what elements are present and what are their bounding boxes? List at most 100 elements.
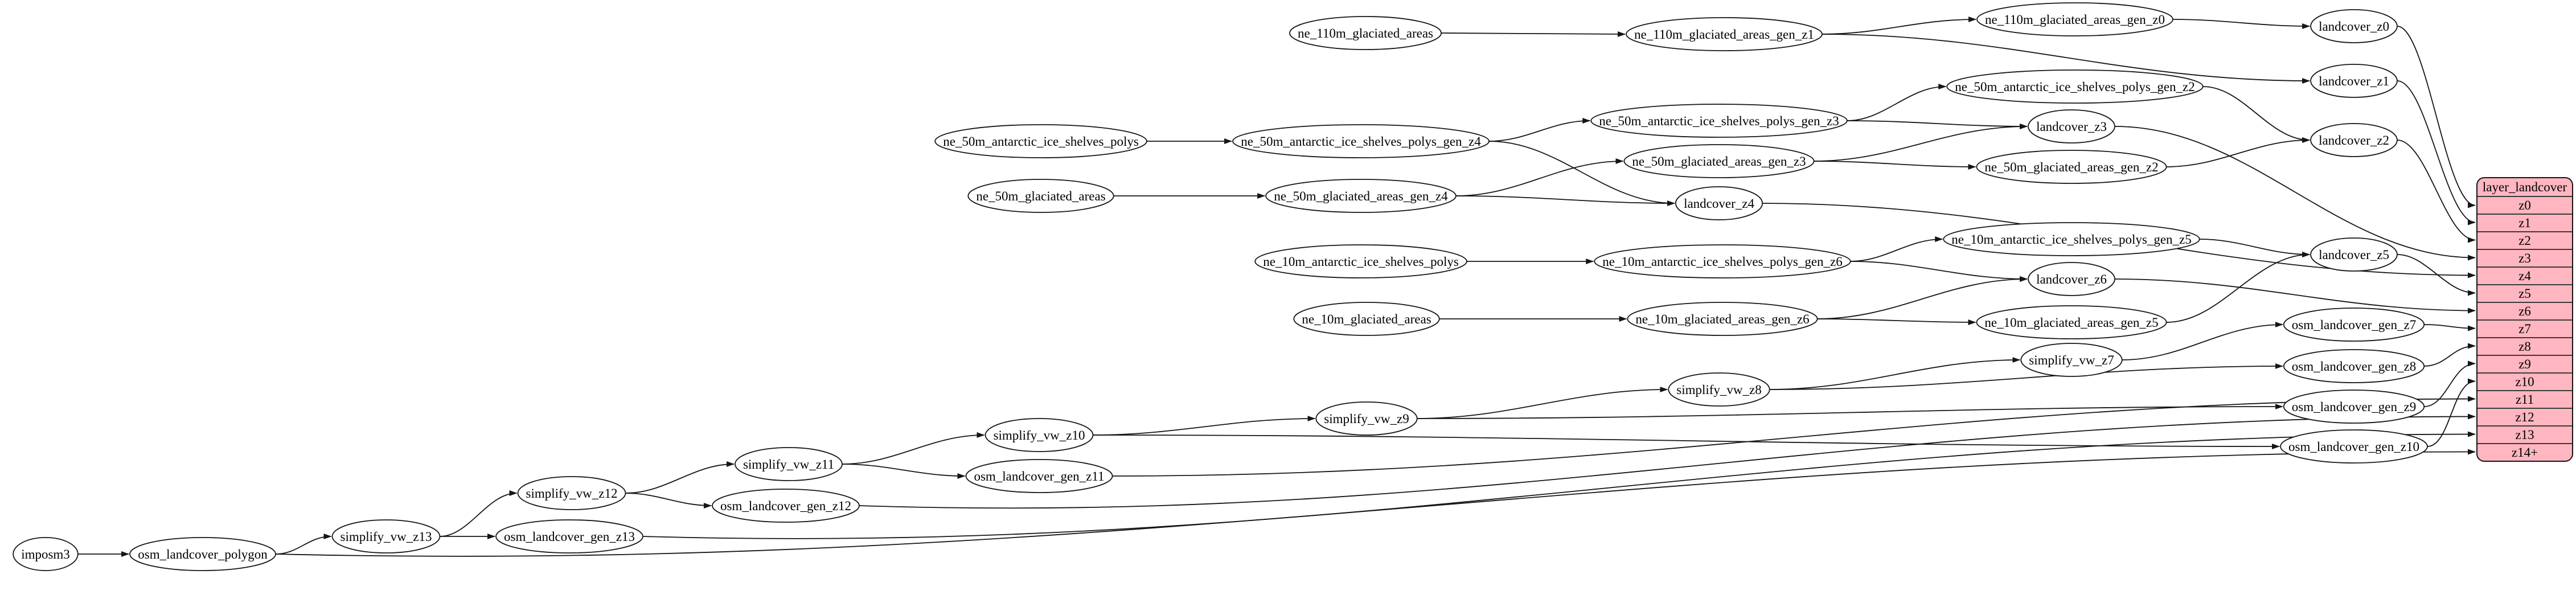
table-row-z2: z2: [2477, 231, 2572, 249]
node-shape: [1254, 244, 1467, 278]
node-shape: [712, 489, 860, 523]
edge-ne_10m_antarctic_ice_shelves_polys_gen_z5-to-landcover_z5: [2199, 239, 2311, 257]
node-shape: [2283, 307, 2425, 342]
edge-simplify_vw_z10-to-osm_landcover_gen_z10: [1093, 434, 2280, 449]
node-label: osm_landcover_gen_z8: [2292, 359, 2416, 374]
node-shape: [2028, 262, 2115, 296]
node-shape: [1976, 305, 2167, 339]
edge-ne_50m_glaciated_areas_gen_z4-to-landcover_z4: [1455, 195, 1675, 206]
node-label: ne_110m_glaciated_areas: [1298, 26, 1433, 40]
table-header: layer_landcover: [2477, 178, 2572, 197]
node-landcover_z6: landcover_z6: [2028, 262, 2115, 296]
table-row-z7: z7: [2477, 319, 2572, 337]
edge-simplify_vw_z11-to-simplify_vw_z10: [842, 432, 985, 465]
node-ne_10m_glaciated_areas_gen_z6: ne_10m_glaciated_areas_gen_z6: [1627, 302, 1818, 336]
node-shape: [2310, 64, 2398, 98]
node-label: ne_50m_antarctic_ice_shelves_polys: [943, 134, 1139, 149]
node-label: simplify_vw_z7: [2029, 353, 2114, 367]
edge-ne_10m_glaciated_areas_gen_z6-to-landcover_z6: [1817, 276, 2028, 319]
node-ne_50m_glaciated_areas_gen_z4: ne_50m_glaciated_areas_gen_z4: [1265, 179, 1457, 213]
node-ne_10m_antarctic_ice_shelves_polys_gen_z5: ne_10m_antarctic_ice_shelves_polys_gen_z…: [1943, 222, 2200, 256]
edge-simplify_vw_z8-to-simplify_vw_z7: [1769, 357, 2021, 390]
table-row-z11: z11: [2477, 390, 2572, 408]
node-ne_50m_antarctic_ice_shelves_polys_gen_z4: ne_50m_antarctic_ice_shelves_polys_gen_z…: [1232, 124, 1490, 158]
edge-simplify_vw_z12-to-osm_landcover_gen_z12: [625, 493, 712, 509]
node-label: landcover_z0: [2319, 19, 2389, 34]
node-ne_110m_glaciated_areas_gen_z0: ne_110m_glaciated_areas_gen_z0: [1976, 2, 2173, 36]
node-label: simplify_vw_z13: [341, 530, 432, 544]
node-shape: [129, 537, 276, 571]
node-shape: [1293, 302, 1440, 336]
edge-osm_landcover_gen_z8-to-layer_landcover-z8: [2424, 343, 2476, 367]
table-row-z14plus: z14+: [2477, 443, 2572, 461]
node-shape: [2280, 429, 2428, 464]
edge-ne_10m_glaciated_areas_gen_z6-to-ne_10m_glaciated_areas_gen_z5: [1817, 318, 1976, 325]
node-shape: [934, 124, 1147, 158]
edge-ne_50m_glaciated_areas_gen_z4-to-ne_50m_glaciated_areas_gen_z3: [1455, 158, 1624, 196]
node-label: simplify_vw_z8: [1676, 383, 1762, 397]
edge-simplify_vw_z12-to-simplify_vw_z11: [625, 461, 735, 494]
node-label: osm_landcover_gen_z7: [2292, 318, 2416, 332]
node-shape: [1594, 244, 1851, 278]
node-shape: [2283, 349, 2425, 383]
node-shape: [2310, 123, 2398, 157]
node-shape: [967, 179, 1114, 213]
node-ne_110m_glaciated_areas_gen_z1: ne_110m_glaciated_areas_gen_z1: [1626, 17, 1823, 51]
node-simplify_vw_z11: simplify_vw_z11: [735, 447, 843, 481]
edge-simplify_vw_z8-to-osm_landcover_gen_z8: [1769, 363, 2283, 390]
edge-ne_50m_glaciated_areas_gen_z3-to-landcover_z3: [1814, 124, 2028, 162]
node-label: landcover_z5: [2319, 248, 2389, 262]
node-label: ne_50m_glaciated_areas_gen_z3: [1632, 154, 1806, 169]
edge-ne_10m_antarctic_ice_shelves_polys_gen_z6-to-landcover_z6: [1850, 261, 2028, 282]
node-label: simplify_vw_z11: [743, 457, 834, 471]
edge-osm_landcover_gen_z10-to-layer_landcover-z10: [2427, 378, 2476, 447]
node-landcover_z2: landcover_z2: [2310, 123, 2398, 157]
edge-ne_50m_antarctic_ice_shelves_polys_gen_z3-to-landcover_z3: [1847, 120, 2028, 129]
node-shape: [1946, 69, 2204, 104]
node-simplify_vw_z13: simplify_vw_z13: [331, 519, 441, 553]
table-row-z8: z8: [2477, 337, 2572, 355]
node-label: simplify_vw_z9: [1324, 412, 1409, 426]
node-shape: [1626, 17, 1823, 51]
node-shape: [1627, 302, 1818, 336]
edge-ne_110m_glaciated_areas_gen_z1-to-landcover_z1: [1822, 34, 2311, 84]
edge-landcover_z3-to-layer_landcover-z3: [2114, 126, 2476, 261]
node-landcover_z5: landcover_z5: [2310, 237, 2398, 272]
layer-landcover-table: layer_landcover z0 z1 z2 z3 z4 z5 z6 z7 …: [2476, 177, 2573, 462]
edge-osm_landcover_gen_z7-to-layer_landcover-z7: [2424, 324, 2476, 331]
table-row-z5: z5: [2477, 284, 2572, 302]
node-landcover_z4: landcover_z4: [1675, 186, 1763, 220]
node-shape: [1976, 150, 2167, 184]
edge-landcover_z5-to-layer_landcover-z5: [2397, 254, 2476, 296]
edge-landcover_z6-to-layer_landcover-z6: [2114, 278, 2476, 314]
edge-ne_50m_antarctic_ice_shelves_polys_gen_z4-to-ne_50m_antarctic_ice_shelves_polys_gen_z3: [1489, 118, 1591, 142]
node-shape: [2020, 343, 2123, 377]
table-row-z3: z3: [2477, 249, 2572, 266]
table-row-z4: z4: [2477, 266, 2572, 284]
node-label: simplify_vw_z12: [526, 486, 618, 501]
node-shape: [985, 418, 1094, 452]
node-label: landcover_z2: [2319, 133, 2389, 147]
edge-osm_landcover_polygon-to-simplify_vw_z13: [275, 534, 332, 555]
node-shape: [1265, 179, 1457, 213]
node-label: ne_110m_glaciated_areas_gen_z1: [1634, 27, 1814, 42]
node-simplify_vw_z12: simplify_vw_z12: [517, 476, 626, 510]
node-ne_50m_antarctic_ice_shelves_polys: ne_50m_antarctic_ice_shelves_polys: [934, 124, 1147, 158]
edge-osm_landcover_gen_z11-to-layer_landcover-z11: [1112, 396, 2476, 477]
node-shape: [13, 537, 79, 571]
node-shape: [1675, 186, 1763, 220]
node-simplify_vw_z9: simplify_vw_z9: [1315, 401, 1418, 436]
node-osm_landcover_gen_z9: osm_landcover_gen_z9: [2283, 389, 2425, 424]
edge-simplify_vw_z7-to-osm_landcover_gen_z7: [2122, 322, 2283, 360]
node-shape: [1976, 2, 2173, 36]
node-label: imposm3: [21, 547, 70, 561]
node-ne_10m_glaciated_areas: ne_10m_glaciated_areas: [1293, 302, 1440, 336]
node-label: ne_50m_glaciated_areas_gen_z4: [1274, 189, 1448, 203]
table-row-z6: z6: [2477, 302, 2572, 319]
node-shape: [1943, 222, 2200, 256]
node-label: ne_10m_glaciated_areas: [1302, 312, 1431, 326]
node-landcover_z1: landcover_z1: [2310, 64, 2398, 98]
node-osm_landcover_gen_z7: osm_landcover_gen_z7: [2283, 307, 2425, 342]
